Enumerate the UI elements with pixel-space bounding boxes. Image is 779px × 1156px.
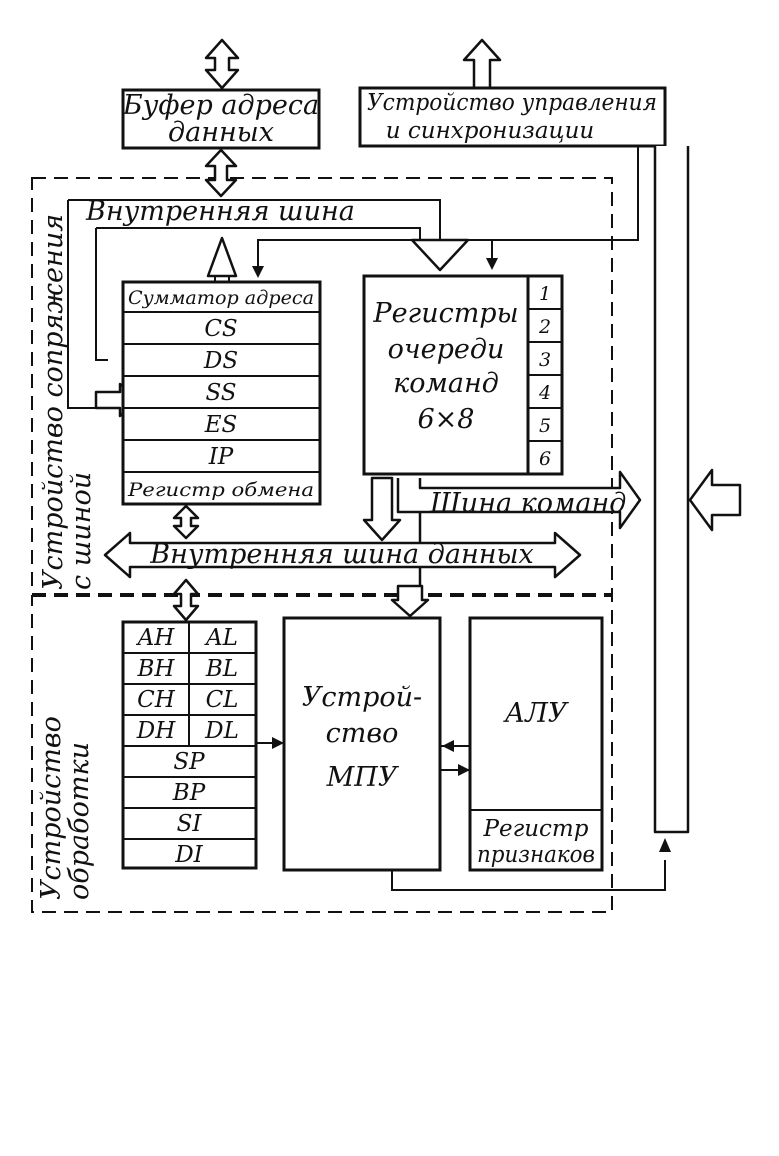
bus-interface-unit-frame bbox=[31, 177, 613, 595]
biu-label-line2: с шиной bbox=[66, 472, 97, 590]
register-di: DI bbox=[174, 842, 203, 868]
exchange-register-label: Регистр обмена bbox=[127, 479, 314, 501]
register-ah: AH bbox=[136, 625, 176, 651]
address-adder-label: Сумматор адреса bbox=[128, 287, 314, 309]
register-si: SI bbox=[177, 811, 203, 837]
bus-buffer-label-line2: данных bbox=[168, 117, 274, 148]
external-data-bus-arrow bbox=[204, 38, 240, 90]
register-ss: SS bbox=[205, 380, 236, 406]
mpu-box bbox=[282, 616, 442, 872]
queue-slot-3: 3 bbox=[539, 349, 551, 371]
mpu-label-line1: Устрой- bbox=[302, 682, 422, 713]
register-bl: BL bbox=[205, 656, 238, 682]
mpu-alu-link bbox=[440, 740, 470, 776]
flags-register-label-line1: Регистр bbox=[483, 816, 589, 842]
register-cl: CL bbox=[206, 687, 239, 713]
alu-label: АЛУ bbox=[503, 698, 570, 729]
queue-label-line1: Регистры bbox=[372, 298, 518, 329]
general-register-block bbox=[121, 620, 258, 870]
internal-data-bus-arrow bbox=[103, 531, 582, 579]
mpu-label-line3: МПУ bbox=[326, 762, 400, 793]
internal-bus bbox=[67, 199, 470, 418]
queue-slot-4: 4 bbox=[538, 382, 551, 404]
queue-to-data-bus-arrow bbox=[362, 476, 402, 542]
segment-register-block bbox=[121, 280, 322, 506]
data-bus-to-gpr-arrow bbox=[172, 578, 200, 622]
register-bh: BH bbox=[137, 656, 176, 682]
register-al: AL bbox=[204, 625, 238, 651]
bus-buffer-label-line1: Буфер адреса bbox=[122, 90, 319, 121]
register-sp: SP bbox=[173, 749, 205, 775]
queue-slot-5: 5 bbox=[539, 415, 551, 437]
control-wire bbox=[257, 146, 639, 276]
segment-to-data-bus-arrow bbox=[172, 504, 200, 540]
instruction-queue bbox=[362, 274, 564, 476]
external-control-arrow bbox=[653, 146, 690, 834]
queue-label-line3: команд bbox=[393, 368, 499, 399]
queue-label-line2: очереди bbox=[388, 334, 505, 365]
bus-buffer-box bbox=[121, 88, 321, 150]
register-ch: CH bbox=[137, 687, 176, 713]
register-ds: DS bbox=[203, 348, 238, 374]
internal-bus-label: Внутренняя шина bbox=[85, 196, 355, 227]
control-unit-label-line2: и синхронизации bbox=[386, 118, 594, 144]
register-ip: IP bbox=[208, 444, 234, 470]
eu-label-line1: Устройство bbox=[36, 716, 67, 900]
mpu-label-line2: ство bbox=[326, 718, 399, 749]
register-bp: BP bbox=[172, 780, 206, 806]
queue-slot-2: 2 bbox=[538, 316, 551, 338]
flags-register-label-line2: признаков bbox=[477, 842, 595, 868]
control-bus-arrow bbox=[462, 38, 502, 90]
eu-label-line2: обработки bbox=[64, 742, 95, 900]
register-dh: DH bbox=[136, 718, 176, 744]
command-bus-label: Шина команд bbox=[429, 488, 626, 519]
internal-data-bus-label: Внутренняя шина данных bbox=[149, 539, 533, 570]
register-es: ES bbox=[204, 412, 238, 438]
register-cs: CS bbox=[204, 316, 237, 342]
execution-unit-frame bbox=[31, 595, 613, 913]
buffer-to-internal-bus-arrow bbox=[204, 148, 238, 198]
queue-slot-1: 1 bbox=[539, 283, 551, 305]
register-dl: DL bbox=[204, 718, 239, 744]
alu-box bbox=[468, 616, 604, 872]
control-unit-label-line1: Устройство управления bbox=[367, 90, 657, 116]
queue-slot-6: 6 bbox=[539, 448, 551, 470]
biu-label-line1: Устройство сопряжения bbox=[38, 214, 69, 590]
queue-label-line4: 6×8 bbox=[418, 404, 475, 435]
control-unit-box bbox=[358, 86, 667, 148]
